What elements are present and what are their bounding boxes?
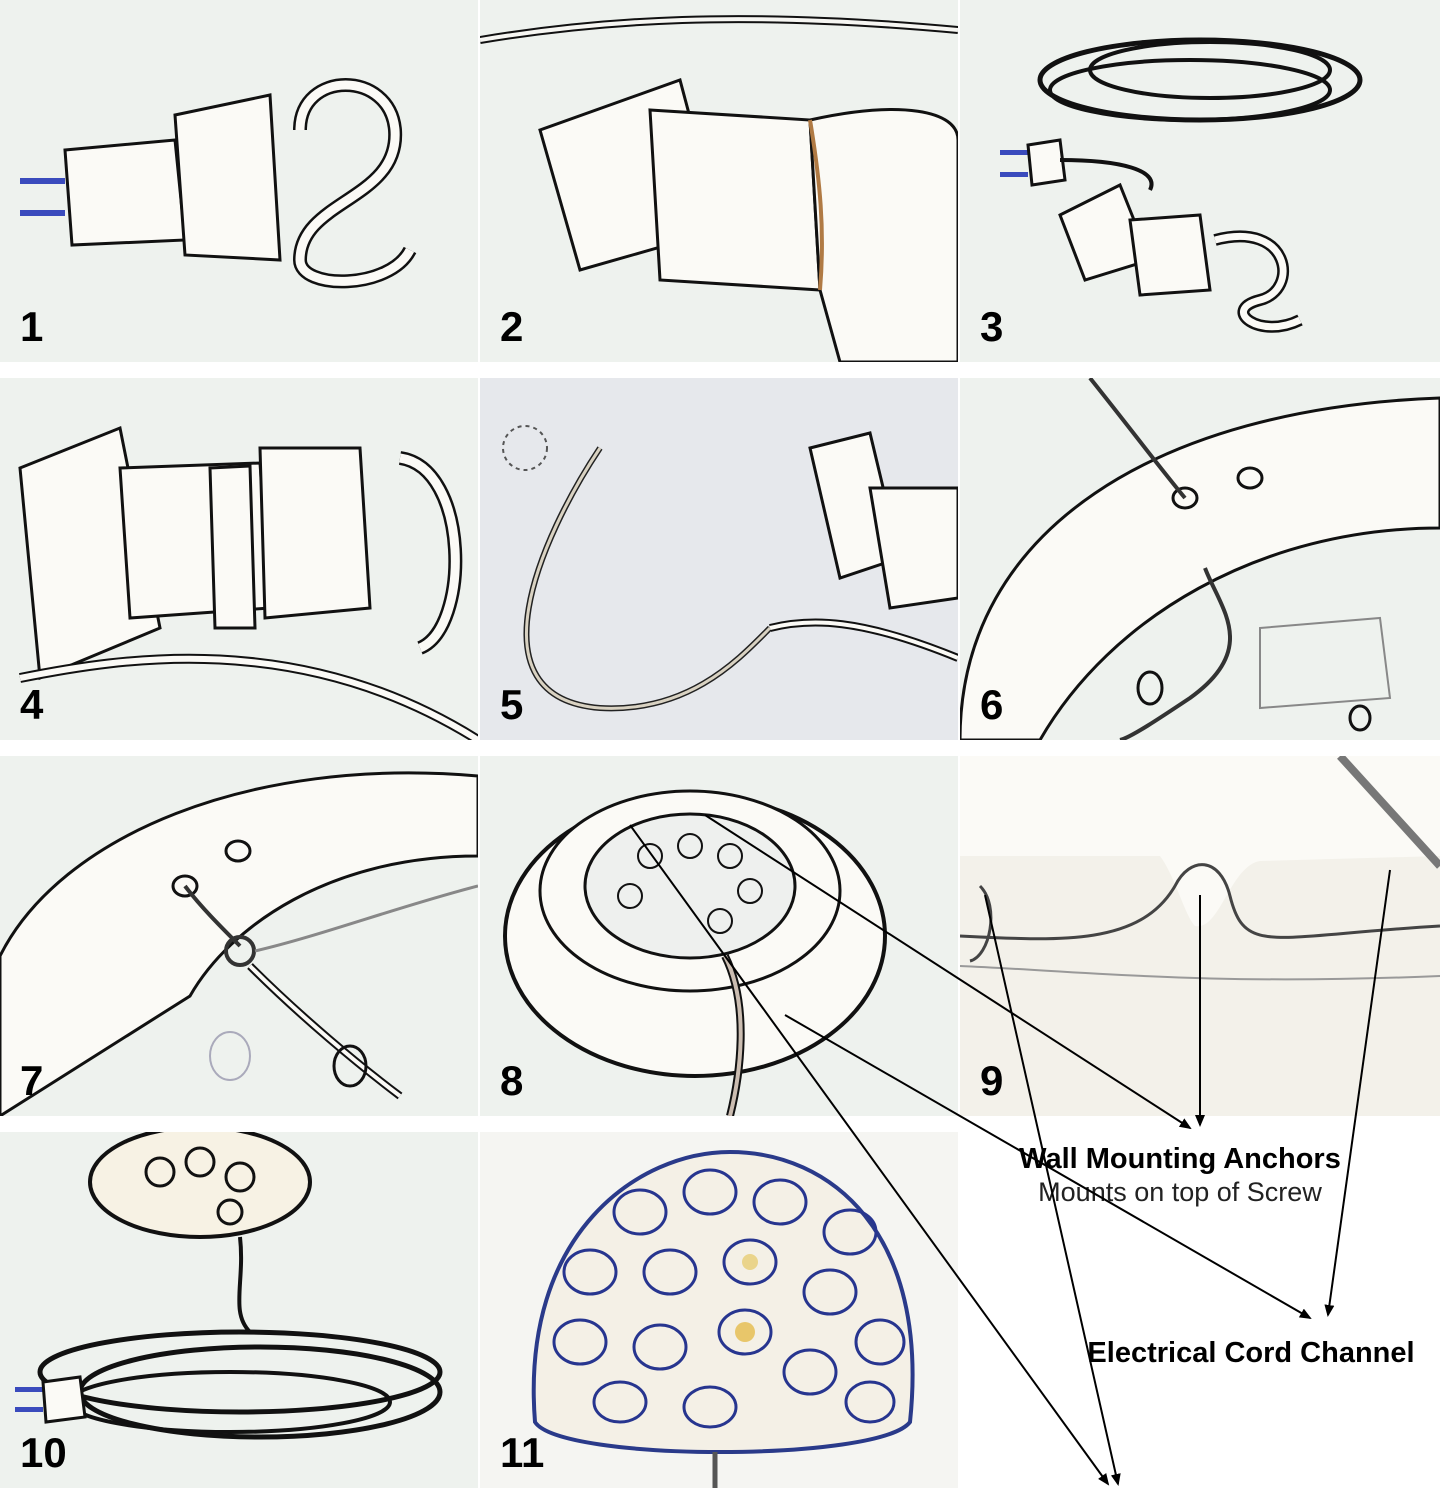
bulb-with-cord-illustration <box>960 0 1440 362</box>
step-photo-2: 2 <box>480 0 958 362</box>
step-number: 2 <box>500 306 523 348</box>
adapter-closeup-illustration <box>480 0 958 362</box>
finished-lamp-cord-illustration <box>0 1132 478 1488</box>
lit-lamp-illustration <box>480 1132 958 1488</box>
step-photo-1: 1 <box>0 0 478 362</box>
electrical-cord-channel-title: Electrical Cord Channel <box>1062 1338 1440 1370</box>
step-number: 1 <box>20 306 43 348</box>
wall-mounting-anchors-subtitle: Mounts on top of Screw <box>980 1176 1380 1208</box>
step-number: 3 <box>980 306 1003 348</box>
wall-mounting-anchors-label: Wall Mounting Anchors Mounts on top of S… <box>980 1144 1380 1208</box>
cord-wrapped-adapter-illustration <box>0 378 478 740</box>
step-number: 10 <box>20 1432 67 1474</box>
cfl-bulb-illustration <box>0 0 478 362</box>
step-photo-9: 9 <box>960 756 1440 1116</box>
step-number: 5 <box>500 684 523 726</box>
step-number: 11 <box>500 1432 544 1474</box>
shade-underside-illustration <box>480 756 958 1116</box>
step-photo-11: 11 <box>480 1132 958 1488</box>
step-number: 6 <box>980 684 1003 726</box>
twisted-wire-illustration <box>480 378 958 740</box>
wall-mounting-anchors-title: Wall Mounting Anchors <box>980 1144 1380 1176</box>
step-photo-8: 8 <box>480 756 958 1116</box>
step-photo-10: 10 <box>0 1132 478 1488</box>
step-photo-7: 7 <box>0 756 478 1116</box>
step-number: 8 <box>500 1060 523 1102</box>
step-number: 4 <box>20 684 43 726</box>
step-photo-5: 5 <box>480 378 958 740</box>
electrical-cord-channel-label: Electrical Cord Channel <box>1062 1338 1440 1370</box>
wire-through-ring-illustration <box>960 378 1440 740</box>
knot-on-ring-illustration <box>0 756 478 1116</box>
step-photo-6: 6 <box>960 378 1440 740</box>
step-number: 7 <box>20 1060 43 1102</box>
channel-closeup-illustration <box>960 756 1440 1116</box>
step-photo-3: 3 <box>960 0 1440 362</box>
step-number: 9 <box>980 1060 1003 1102</box>
step-photo-4: 4 <box>0 378 478 740</box>
